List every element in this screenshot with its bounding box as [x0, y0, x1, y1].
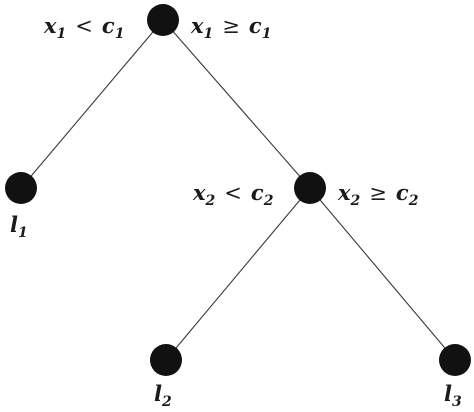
inner-right-threshold-index: 2 — [408, 193, 419, 209]
leaf-1-symbol: l — [10, 212, 18, 237]
inner-right-operator: ≥ — [369, 181, 387, 205]
root-left-feature: x — [43, 13, 57, 38]
root-right-feature: x — [190, 13, 204, 38]
root-node — [147, 4, 179, 36]
root-right-operator: ≥ — [222, 14, 240, 38]
edge-inner-leaf3 — [309, 187, 456, 361]
root-right-threshold-index: 1 — [262, 26, 272, 42]
leaf-label-1: l1 — [10, 212, 28, 241]
edge-root-inner — [162, 19, 311, 189]
leaf-node-2 — [150, 344, 182, 376]
inner-right-feature: x — [337, 180, 351, 205]
leaf-label-3: l3 — [444, 381, 462, 410]
leaf-3-index: 3 — [452, 394, 462, 410]
inner-left-operator: < — [224, 181, 242, 205]
leaf-2-index: 2 — [161, 394, 172, 410]
inner-node — [294, 172, 326, 204]
leaf-3-symbol: l — [444, 381, 452, 406]
leaf-node-3 — [439, 344, 471, 376]
inner-left-threshold: c — [251, 180, 264, 205]
root-right-threshold: c — [249, 13, 262, 38]
root-left-threshold: c — [102, 13, 115, 38]
leaf-label-2: l2 — [154, 381, 172, 410]
root-right-condition: x1≥c1 — [190, 13, 271, 42]
inner-right-threshold: c — [396, 180, 409, 205]
root-right-feature-index: 1 — [204, 26, 214, 42]
edge-inner-leaf2 — [165, 187, 311, 361]
inner-left-threshold-index: 2 — [263, 193, 274, 209]
inner-left-feature-index: 2 — [205, 193, 216, 209]
leaf-1-index: 1 — [18, 225, 28, 241]
root-left-operator: < — [75, 14, 93, 38]
inner-left-feature: x — [192, 180, 206, 205]
edge-root-leaf1 — [20, 19, 164, 189]
root-left-condition: x1<c1 — [43, 13, 124, 42]
leaf-2-symbol: l — [154, 381, 162, 406]
root-left-feature-index: 1 — [57, 26, 67, 42]
root-left-threshold-index: 1 — [115, 26, 125, 42]
inner-right-condition: x2≥c2 — [337, 180, 419, 209]
leaf-node-1 — [5, 172, 37, 204]
inner-left-condition: x2<c2 — [192, 180, 274, 209]
inner-right-feature-index: 2 — [350, 193, 361, 209]
